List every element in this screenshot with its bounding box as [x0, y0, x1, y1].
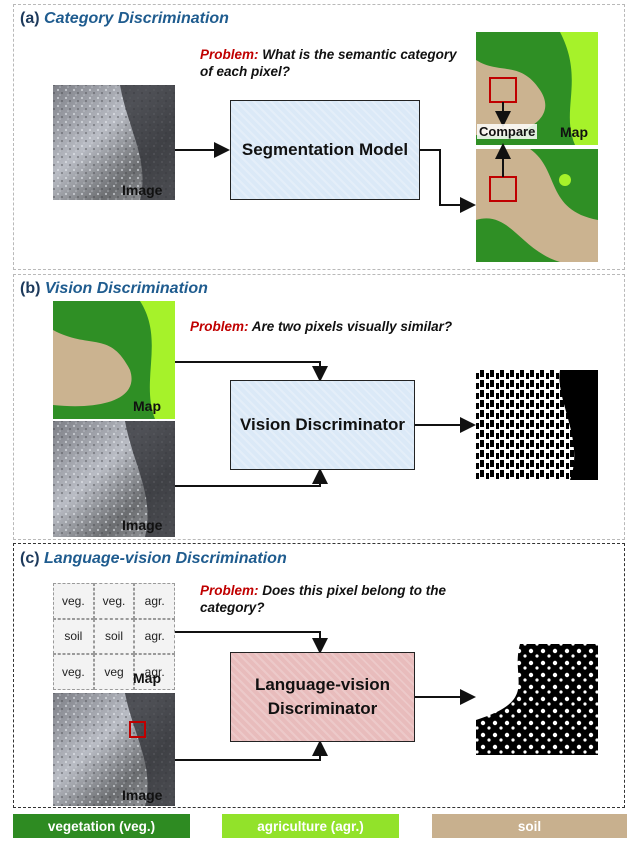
legend-vegetation: vegetation (veg.)	[13, 814, 190, 838]
problem-a-prefix: Problem:	[200, 47, 259, 62]
grid-cell: agr.	[134, 618, 175, 655]
output-mask-c	[476, 644, 598, 755]
grid-cell: veg.	[93, 583, 135, 619]
image-label-b: Image	[122, 517, 163, 533]
category-map-grid: veg. veg. agr. soil soil agr. veg. veg a…	[53, 583, 175, 690]
arrow-model-to-map	[420, 149, 476, 213]
grid-cell: soil	[53, 618, 94, 655]
problem-b: Problem: Are two pixels visually similar…	[190, 318, 520, 335]
image-photo-a	[53, 85, 175, 200]
problem-b-prefix: Problem:	[190, 319, 249, 334]
image-label-a: Image	[122, 182, 163, 198]
grid-cell: agr.	[134, 654, 175, 690]
panel-a-name: Category Discrimination	[44, 10, 229, 27]
grid-cell: agr.	[134, 583, 175, 619]
image-photo-c	[53, 693, 175, 806]
panel-c-name: Language-vision Discrimination	[44, 550, 287, 567]
problem-b-text: Are two pixels visually similar?	[251, 319, 453, 334]
panel-b-name: Vision Discrimination	[44, 280, 208, 297]
problem-c-text: Does this pixel belong to the category?	[200, 583, 447, 615]
problem-c-prefix: Problem:	[200, 583, 259, 598]
problem-a: Problem: What is the semantic category o…	[200, 46, 470, 80]
map-label-b: Map	[133, 398, 161, 414]
problem-c: Problem: Does this pixel belong to the c…	[200, 582, 485, 616]
grid-cell: veg.	[53, 583, 94, 619]
panel-vision-discrimination	[13, 274, 625, 540]
panel-a-title: (a) Category Discrimination	[20, 10, 229, 28]
grid-cell: soil	[93, 618, 135, 655]
vision-discriminator-box: Vision Discriminator	[230, 380, 415, 470]
arrow-image-to-vision	[175, 468, 328, 487]
map-groundtruth-a	[476, 149, 598, 262]
arrow-map-to-vision	[175, 361, 328, 382]
legend-agriculture: agriculture (agr.)	[222, 814, 399, 838]
arrow-image-to-lv	[175, 740, 328, 761]
panel-c-title: (c) Language-vision Discrimination	[20, 550, 287, 568]
compare-label: Compare	[477, 124, 538, 139]
panel-b-title: (b) Vision Discrimination	[20, 280, 208, 298]
map-input-b	[53, 301, 175, 419]
output-mask-b	[476, 370, 598, 480]
legend-soil: soil	[432, 814, 627, 838]
panel-b-label: (b)	[20, 280, 41, 297]
arrow-map-to-lv	[175, 631, 328, 654]
panel-category-discrimination	[13, 4, 625, 270]
map-label-c: Map	[133, 670, 161, 686]
grid-cell: veg.	[53, 654, 94, 690]
panel-a-label: (a)	[20, 10, 40, 27]
problem-a-text: What is the semantic category of each pi…	[200, 47, 457, 79]
panel-c-label: (c)	[20, 550, 40, 567]
grid-cell: veg	[93, 654, 135, 690]
panel-language-vision-discrimination	[13, 543, 625, 808]
segmentation-model-box: Segmentation Model	[230, 100, 420, 200]
image-label-c: Image	[122, 787, 163, 803]
image-photo-b	[53, 421, 175, 537]
language-vision-discriminator-box: Language-vision Discriminator	[230, 652, 415, 742]
map-label-a: Map	[560, 124, 588, 140]
